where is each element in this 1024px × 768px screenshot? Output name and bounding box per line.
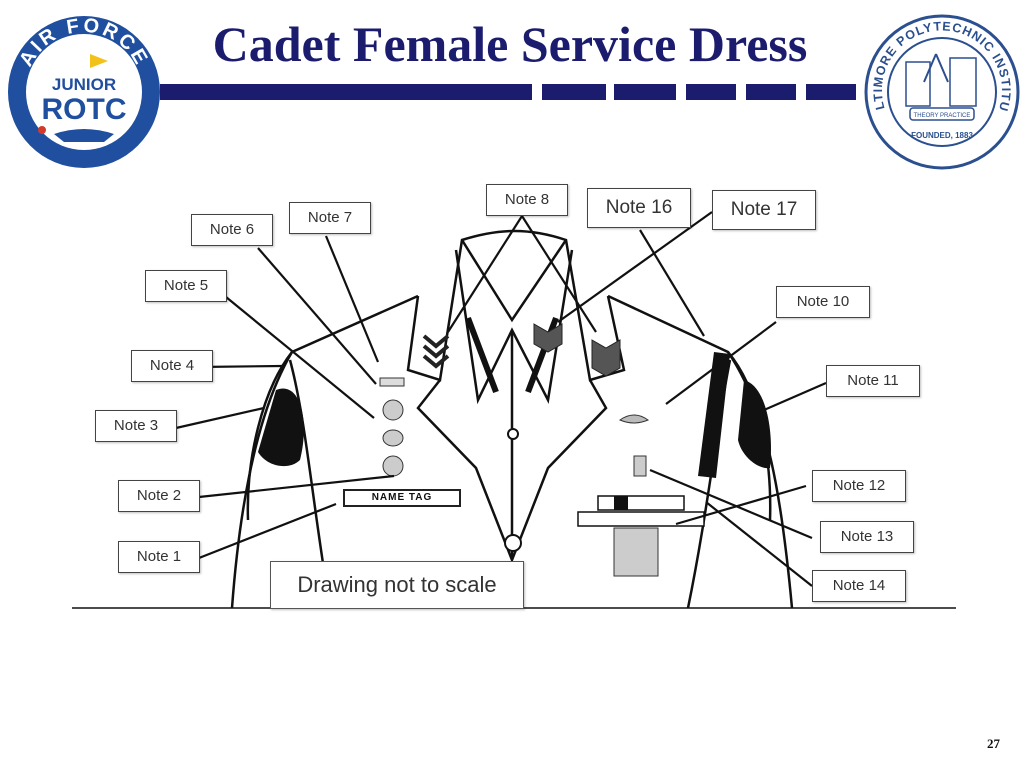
logo-rotc-text: ROTC <box>42 93 127 126</box>
ribbon-rack-lower <box>577 511 705 527</box>
leader-note-6 <box>257 247 377 385</box>
leader-note-14 <box>705 501 813 587</box>
callout-note-7: Note 7 <box>289 202 371 234</box>
leader-note-5 <box>225 296 375 419</box>
badge <box>382 455 404 477</box>
seal-motto: THEORY PRACTICE <box>914 113 971 119</box>
callout-note-17: Note 17 <box>712 190 816 230</box>
leader-note-16 <box>557 211 713 323</box>
leader-note-8b <box>521 215 597 333</box>
leader-note-17 <box>639 229 705 337</box>
left-shoulder-patch <box>258 388 304 467</box>
leader-note-2 <box>198 474 395 499</box>
callout-note-3: Note 3 <box>95 410 177 442</box>
callout-note-4: Note 4 <box>131 350 213 382</box>
title-rule-dash <box>746 84 796 100</box>
logo-junior-text: JUNIOR <box>52 75 116 94</box>
callout-note-12: Note 12 <box>812 470 906 502</box>
callout-note-2: Note 2 <box>118 480 200 512</box>
callout-note-11: Note 11 <box>826 365 920 397</box>
callout-note-16: Note 16 <box>587 188 691 228</box>
leader-note-3 <box>175 406 265 430</box>
right-shoulder-patch <box>738 380 771 469</box>
slide-title: Cadet Female Service Dress <box>212 16 808 72</box>
callout-note-14: Note 14 <box>812 570 906 602</box>
title-rule-dash <box>614 84 676 100</box>
badge <box>382 429 404 447</box>
title-rule-dash <box>806 84 856 100</box>
leader-note-7 <box>324 235 380 363</box>
wings-badge <box>618 414 650 424</box>
jacket-button <box>504 534 522 552</box>
small-badge <box>633 455 647 477</box>
page-number: 27 <box>987 736 1000 751</box>
seal-founded: FOUNDED, 1883 <box>911 131 973 140</box>
jacket-left-side <box>230 294 419 609</box>
title-rule-solid <box>160 84 532 100</box>
ship-badge <box>613 527 659 577</box>
callout-note-6: Note 6 <box>191 214 273 246</box>
rank-insignia-right <box>591 339 621 377</box>
badge <box>382 399 404 421</box>
callout-note-1: Note 1 <box>118 541 200 573</box>
armband <box>698 352 730 478</box>
scale-disclaimer: Drawing not to scale <box>270 561 524 609</box>
afjrotc-logo: AIR FORCE JUNIOR ROTC <box>8 14 160 168</box>
badge-bar <box>379 377 405 387</box>
bpi-seal-logo: BALTIMORE POLYTECHNIC INSTITUTE THEORY P… <box>862 12 1020 170</box>
rank-chevron-left <box>422 334 450 369</box>
collar-insignia <box>533 323 563 353</box>
jacket-button <box>507 428 519 440</box>
ribbon-rack <box>597 495 685 511</box>
name-tag: NAME TAG <box>343 489 461 507</box>
callout-note-5: Note 5 <box>145 270 227 302</box>
leader-note-12 <box>675 484 807 526</box>
callout-note-8: Note 8 <box>486 184 568 216</box>
leader-note-8a <box>447 215 523 333</box>
leader-note-11 <box>763 381 827 412</box>
title-rule-dash <box>686 84 736 100</box>
leader-note-10 <box>665 321 777 405</box>
callout-note-13: Note 13 <box>820 521 914 553</box>
callout-note-10: Note 10 <box>776 286 870 318</box>
leader-note-1 <box>198 502 337 560</box>
leader-note-13 <box>649 468 813 540</box>
title-rule-dash <box>542 84 606 100</box>
